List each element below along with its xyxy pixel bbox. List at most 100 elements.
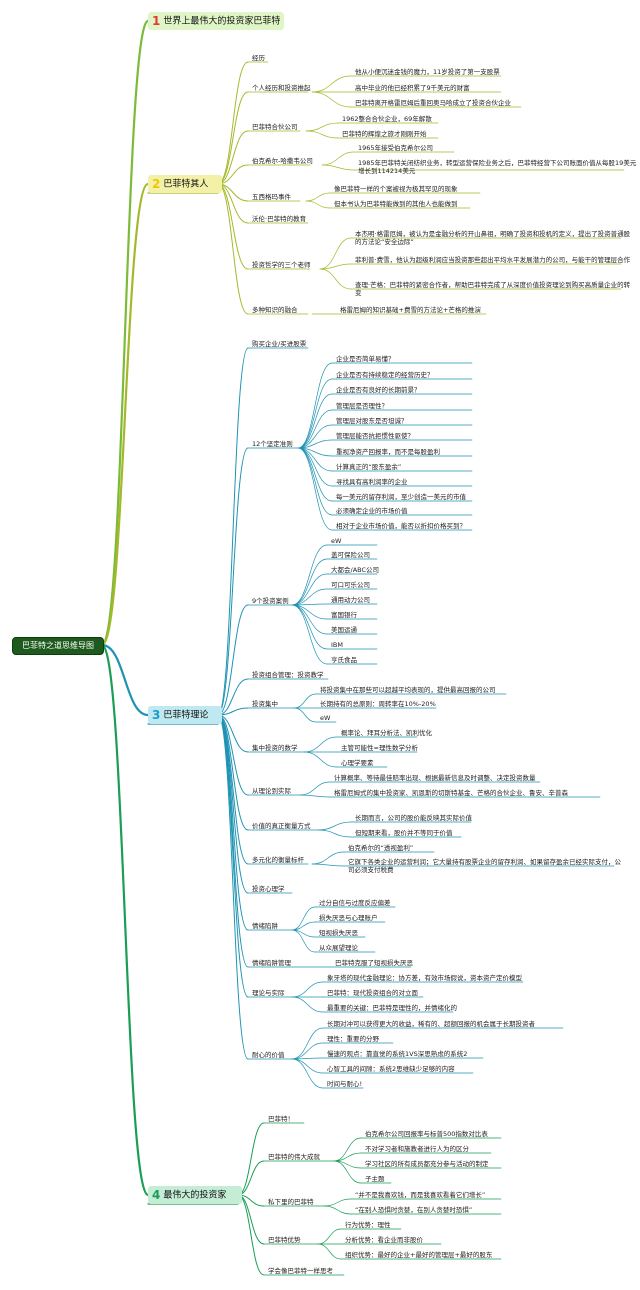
b3-rule[interactable]: 相对于企业市场价值，能否以折扣价格买到？ [336,522,466,530]
b3-node-patience[interactable]: 耐心的价值 [252,1051,285,1059]
b3-node-focus[interactable]: 投资集中 [252,700,278,708]
b3-leaf[interactable]: 最重要的关键：巴菲特是理性的，并情绪化的 [327,1004,457,1012]
b3-leaf[interactable]: 短视损失厌恶 [319,929,358,937]
b2-leaf[interactable]: 高中毕业的他已经积累了9千美元的财富 [355,84,470,92]
b3-leaf[interactable]: 格雷厄姆式的集中投资家、凯恩斯的切斯特基金、芒格的合伙企业、鲁安、辛普森 [334,789,568,797]
b3-leaf[interactable]: 概率论、拜耳分析法、凯利优化 [341,729,432,737]
b2-leaf[interactable]: 格雷厄姆的知识基础+费雪的方法论+芒格的推演 [340,306,481,314]
b3-case[interactable]: 通用动力公司 [331,596,370,604]
b4-leaf[interactable]: “在别人恐惧时贪婪，在别人贪婪时恐惧” [355,1206,473,1214]
b3-rule[interactable]: 企业是否有良好的长期前景？ [336,386,421,394]
b3-case[interactable]: 富国银行 [331,611,357,619]
b3-rule[interactable]: 计算真正的“股东盈余” [336,463,402,471]
b4-leaf[interactable]: 学习社区的所有成员都充分参与活动的制定 [365,1160,489,1168]
b3-node-trap-mgmt[interactable]: 情绪陷阱管理 [252,959,291,967]
b3-case[interactable]: 美国运通 [331,626,357,634]
b4-node-private[interactable]: 私下里的巴菲特 [268,1198,314,1206]
b3-case[interactable]: IBM [331,641,343,649]
b3-leaf[interactable]: 将投资集中在那些可以超越平均表现的，提供最高回报的公司 [320,686,496,694]
b2-node-fusion[interactable]: 多种知识的融合 [252,306,298,314]
b3-leaf[interactable]: 理性：重要的分野 [327,1035,379,1043]
b2-leaf[interactable]: 本杰明·格雷厄姆，被认为是金融分析的开山鼻祖，明确了投资和投机的定义，提出了投资… [355,230,631,246]
b3-rule[interactable]: 寻找具有高利润率的企业 [336,478,408,486]
b3-rule[interactable]: 企业是否有持续稳定的经营历史？ [336,371,434,379]
b3-leaf[interactable]: 时间与耐心! [327,1080,363,1088]
b3-rule[interactable]: 每一美元的留存利润，至少创造一美元的市值 [336,493,466,501]
b3-rule[interactable]: 管理层对股东是否坦诚？ [336,417,408,425]
b3-rule[interactable]: 重视净资产回报率，而不是每股盈利 [336,448,440,456]
b3-rule[interactable]: 企业是否简单易懂？ [336,355,395,363]
b2-leaf[interactable]: 菲利普·费雪，他认为超级利润应当投资那些超出平均水平发展潜力的公司，与能干的管理… [355,256,631,264]
b2-leaf[interactable]: 查理·芒格：巴菲特的紧密合作者，帮助巴菲特完成了从深度价值投资理论到购买高质量企… [355,281,631,297]
b3-rule[interactable]: 必须确定企业的市场价值 [336,507,408,515]
b4-node-achievements[interactable]: 巴菲特的伟大成就 [268,1153,320,1161]
b3-case[interactable]: 可口可乐公司 [331,581,370,589]
b3-node-12rules[interactable]: 12个坚定准则 [252,440,293,448]
b3-leaf[interactable]: 计算概率、等待最佳赔率出现、根据最新信息及时调整、决定投资数量 [334,774,536,782]
b2-node-sigma[interactable]: 五西格玛事件 [252,193,291,201]
b2-leaf[interactable]: 1985年巴菲特关闭纺织业务，转型运营保险业务之后，巴菲特经营下公司账面价值从每… [358,159,637,175]
b3-case[interactable]: 盖可保险公司 [331,551,370,559]
b2-leaf[interactable]: 像巴菲特一样的个案被视为极其罕见的现象 [334,185,458,193]
b3-node-math[interactable]: 集中投资的数学 [252,744,298,752]
b3-leaf[interactable]: 巴菲特：现代投资组合的对立面 [327,989,418,997]
b3-node-buy[interactable]: 购买企业/买进股票 [252,340,307,348]
b4-leaf[interactable]: 分析优势：看企业而非股价 [345,1236,423,1244]
root-node[interactable]: 巴菲特之道思维导图 [12,637,104,655]
b3-leaf[interactable]: 象牙塔的现代金融理论：协方差，有效市场假说，资本资产定价模型 [327,974,522,982]
b3-node-value[interactable]: 价值的真正衡量方式 [252,822,311,830]
b2-leaf[interactable]: 巴菲特的辉煌之旅才刚刚开始 [342,130,427,138]
b4-leaf[interactable]: 伯克希尔公司回报率与标普500指数对比表 [365,1130,488,1138]
b2-leaf[interactable]: 他从小便沉迷金钱的魔力，11岁投资了第一支股票 [355,68,500,76]
b3-case[interactable]: eW [331,537,342,545]
b3-leaf[interactable]: 伯克希尔的“透视盈利” [348,844,414,852]
b3-rule[interactable]: 管理层是否理性？ [336,402,388,410]
b3-leaf[interactable]: 长期持有的总原则：周转率在10%-20% [320,700,436,708]
b3-leaf[interactable]: 从众展望理论 [319,944,358,952]
b3-node-practice[interactable]: 从理论到实际 [252,787,291,795]
b2-node-partnership[interactable]: 巴菲特合伙公司 [252,123,298,131]
b3-node-diversify[interactable]: 多元化的衡量标杆 [252,856,304,864]
b3-case[interactable]: 大都会/ABC公司 [331,566,380,574]
b3-node-theory-practice[interactable]: 理论与实际 [252,989,285,997]
b2-leaf[interactable]: 巴菲特离开格雷厄姆后重回奥马哈成立了投资合伙企业 [355,99,511,107]
b3-node-9cases[interactable]: 9个投资案例 [252,597,289,605]
b4-leaf[interactable]: 子主题 [365,1175,385,1183]
b3-node-emotion-traps[interactable]: 情绪陷阱 [252,922,278,930]
b3-leaf[interactable]: 长期对冲可以获得更大的收益，稀有的、超额回报的机会属于长期投资者 [327,1020,535,1028]
b3-leaf[interactable]: 主管可能性=理性数学分析 [341,744,418,752]
b4-leaf[interactable]: “并不是我喜欢钱，而是我喜欢看着它们增长” [355,1191,486,1199]
b3-node-psychology[interactable]: 投资心理学 [252,885,285,893]
b4-node-think[interactable]: 学会像巴菲特一样思考 [268,1267,333,1275]
b3-leaf[interactable]: 过分自信与过度反应偏差 [319,899,391,907]
b3-leaf[interactable]: 慢速的观点：靠直觉的系统1VS深思熟虑的系统2 [327,1050,468,1058]
b3-leaf[interactable]: eW [320,714,331,722]
b3-rule[interactable]: 管理层能否抗拒惯性驱使？ [336,432,414,440]
b3-leaf[interactable]: 但短期来看，股价并不等同于价值 [355,829,453,837]
b2-node-experience[interactable]: 经历 [252,54,265,62]
b3-leaf[interactable]: 长期而言，公司的股价能反映其实际价值 [355,814,472,822]
b3-leaf[interactable]: 巴菲特克服了短视损失厌恶 [335,959,413,967]
b3-leaf[interactable]: 心智工具的间隙：系统2思维缺少足够的内容 [327,1065,455,1073]
b3-node-portfolio[interactable]: 投资组合管理：投资教学 [252,671,324,679]
b3-leaf[interactable]: 心理学要素 [341,759,374,767]
b4-leaf[interactable]: 行为优势：理性 [345,1221,391,1229]
b2-node-education[interactable]: 沃伦·巴菲特的教育 [252,215,307,223]
b2-node-berkshire[interactable]: 伯克希尔-哈撒韦公司 [252,157,313,165]
b3-leaf[interactable]: 损失厌恶与心理账户 [319,914,378,922]
b2-node-personal[interactable]: 个人经历和投资推起 [252,84,311,92]
b4-leaf[interactable]: 组织优势：最好的企业+最好的管理层+最好的股东 [345,1251,493,1259]
b2-node-teachers[interactable]: 投资哲学的三个老师 [252,261,311,269]
b4-node-buffett[interactable]: 巴菲特！ [268,1115,294,1123]
b2-leaf[interactable]: 1962整合合伙企业，69年解散 [342,115,432,123]
b2-leaf[interactable]: 但本书认为巴菲特能做到的其他人也能做到 [334,200,458,208]
b4-node-advantage[interactable]: 巴菲特优势 [268,1236,301,1244]
b3-case[interactable]: 亨氏食品 [331,656,357,664]
b4-leaf[interactable]: 不对学习者和施教者进行人为的区分 [365,1145,469,1153]
b2-leaf[interactable]: 1965年接受伯克希尔公司 [358,144,434,152]
b3-leaf[interactable]: 它旗下各类企业的运营利润；它大量持有股票企业的留存利润、如果留存盈余已经实际支付… [348,858,621,874]
